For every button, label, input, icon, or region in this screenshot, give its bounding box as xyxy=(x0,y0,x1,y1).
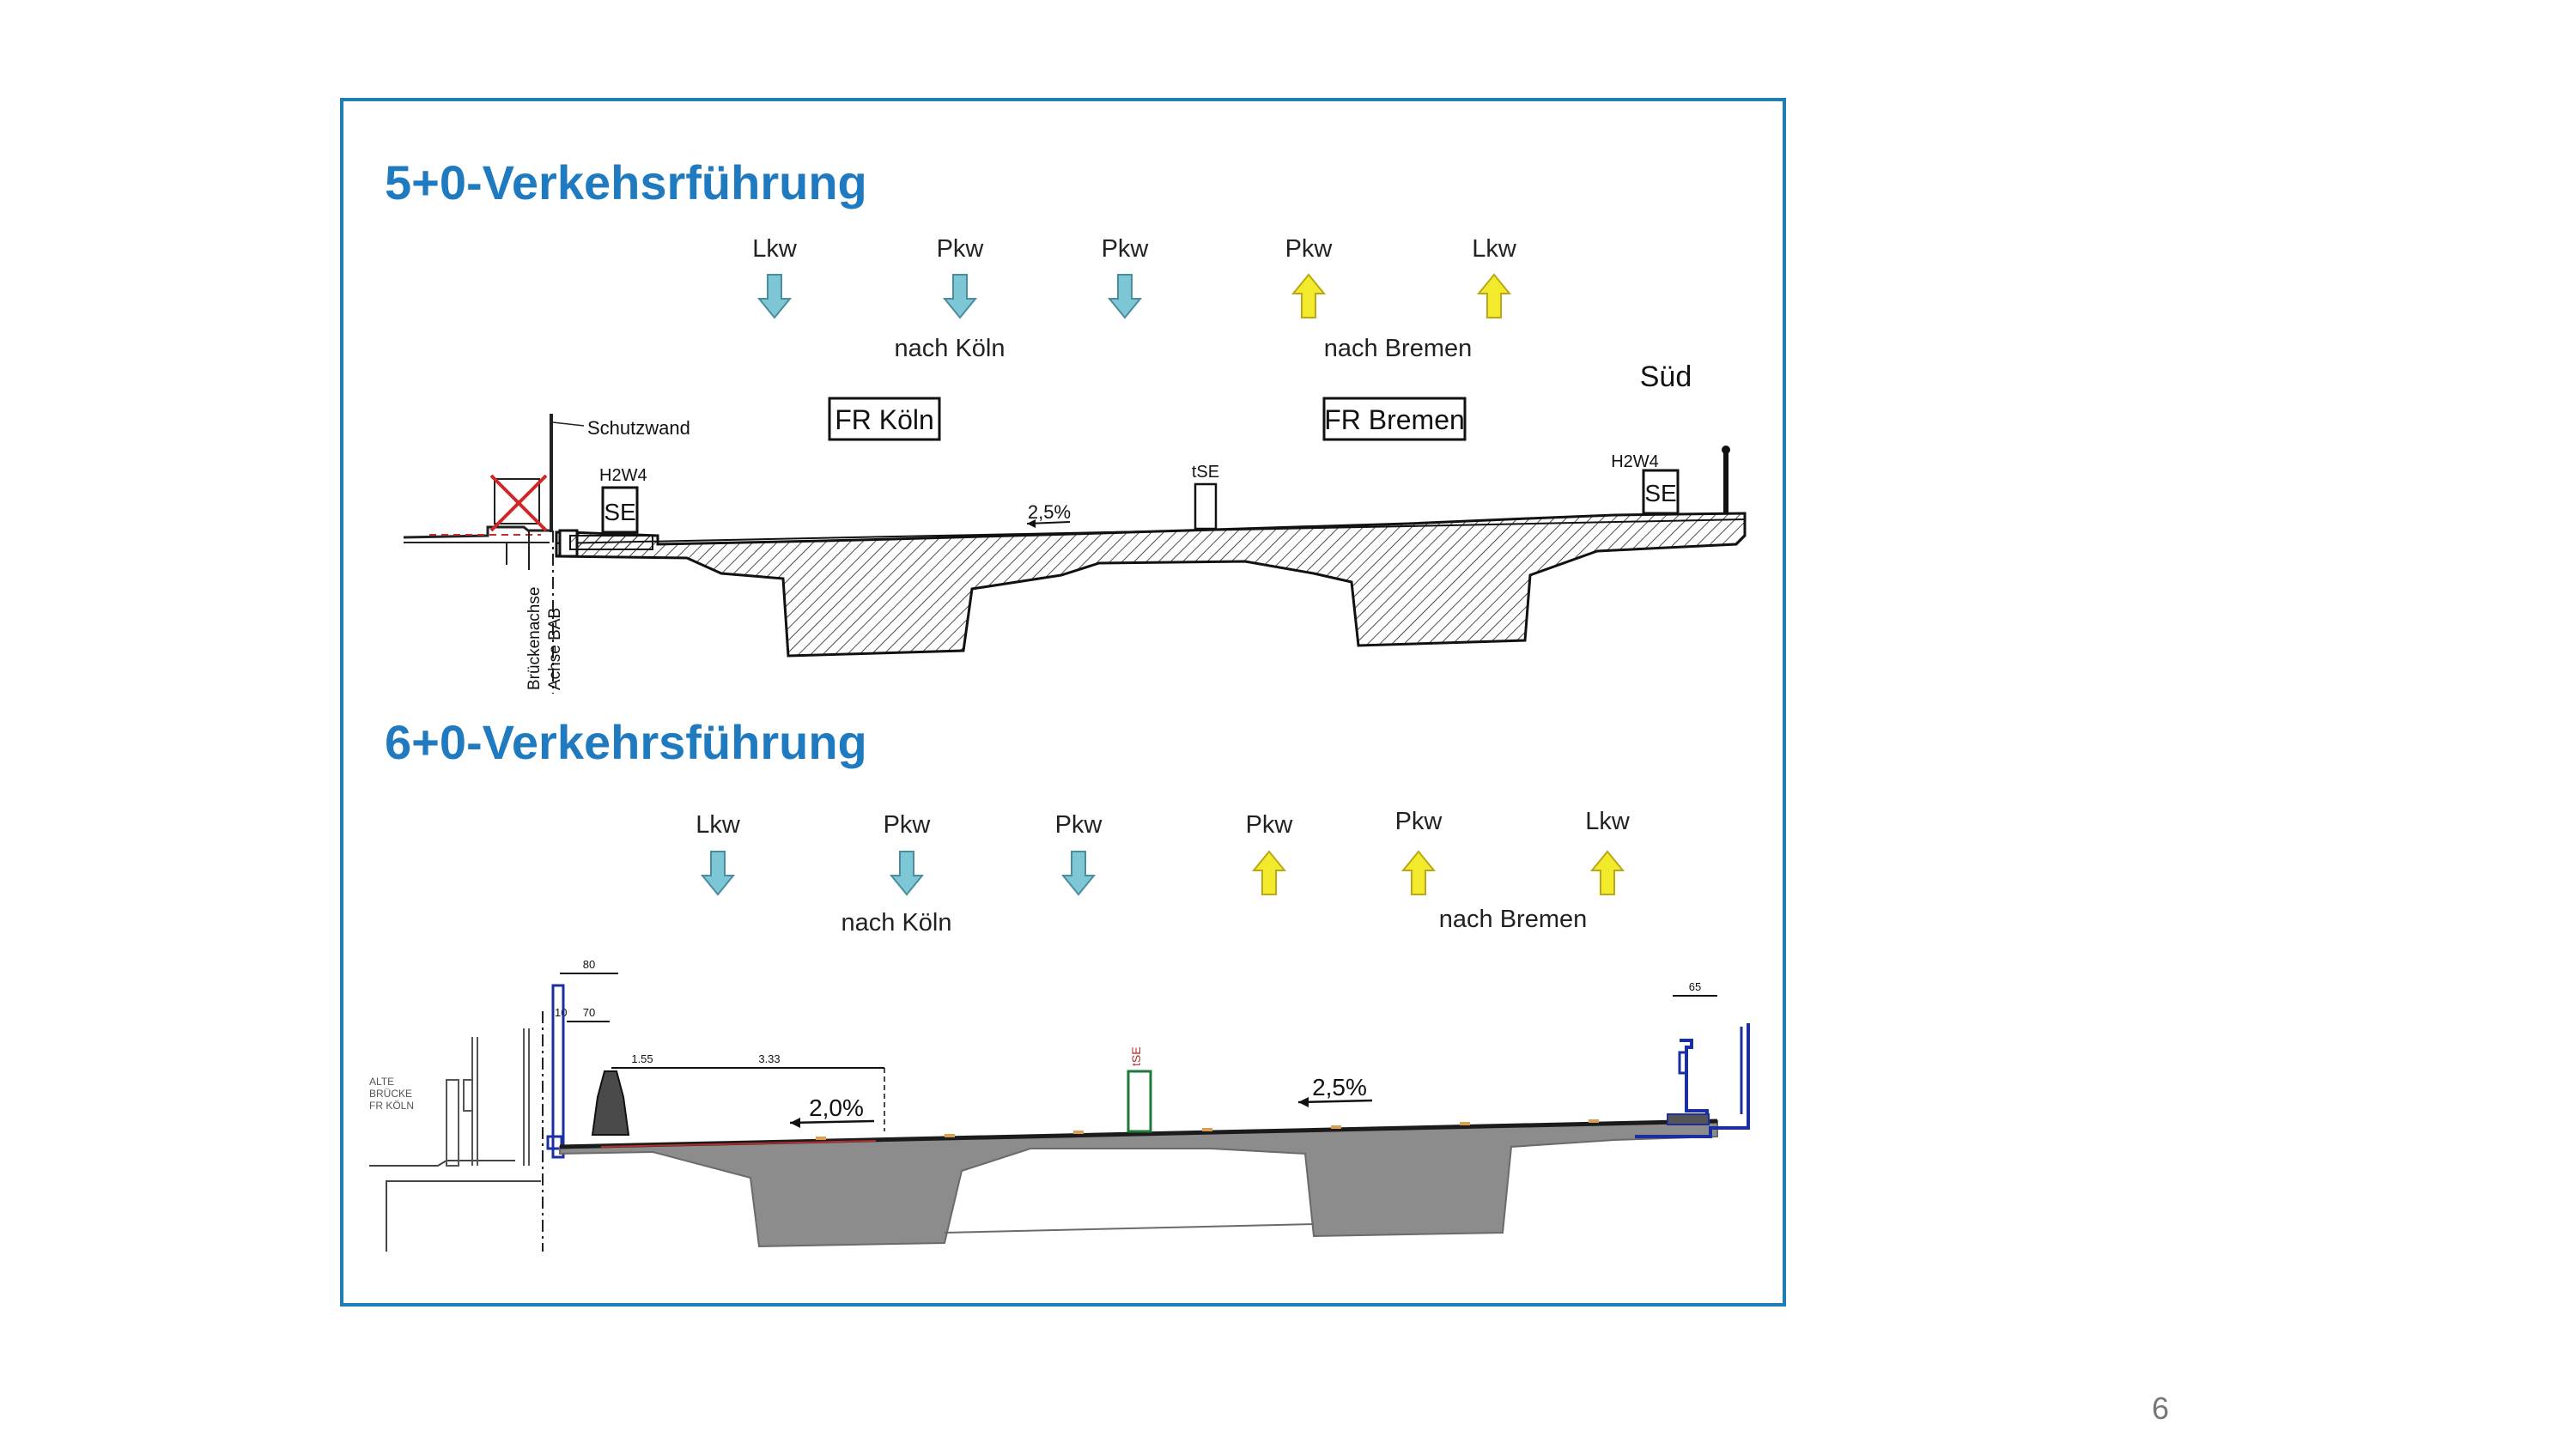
lane-label: Pkw xyxy=(1246,811,1294,839)
lane-label: Pkw xyxy=(1395,808,1443,835)
arrow-up-icon xyxy=(1591,851,1624,895)
tse-barrier xyxy=(1127,1070,1152,1133)
direction-koeln: nach Köln xyxy=(841,909,952,937)
dim-10: 10 xyxy=(555,1006,567,1019)
slope-right-label: 2,5% xyxy=(1312,1074,1367,1100)
concrete-barrier xyxy=(591,1070,630,1136)
axis-label-1: Brückenachse xyxy=(526,587,544,690)
deck-slab-hatched xyxy=(555,512,1747,658)
dim-70: 70 xyxy=(583,1006,595,1019)
section-title-5-0: 5+0-Verkehsrführung xyxy=(385,155,867,209)
bottom-bridge-section: ALTE BRÜCKE FR KÖLN 80 10 70 1.55 3.33 xyxy=(369,958,1750,1252)
lane-label: Pkw xyxy=(1285,235,1334,263)
slope-left-label: 2,0% xyxy=(809,1094,864,1121)
fr-bremen-box xyxy=(1322,397,1467,441)
dim-333: 3.33 xyxy=(758,1052,780,1065)
arrow-down-icon xyxy=(1062,851,1095,895)
arrow-down-icon xyxy=(1109,274,1141,318)
arrow-up-icon xyxy=(1292,274,1325,318)
tse-label: tSE xyxy=(1129,1046,1143,1066)
direction-bremen: nach Bremen xyxy=(1324,335,1473,362)
slope-label: 2,5% xyxy=(1028,501,1071,523)
lane-label: Pkw xyxy=(937,235,985,263)
fr-koeln-label: FR Köln xyxy=(835,404,934,435)
old-bridge-label: FR KÖLN xyxy=(369,1100,414,1112)
arrow-up-icon xyxy=(1478,274,1510,318)
dim-65: 65 xyxy=(1689,980,1701,993)
lane-label: Lkw xyxy=(696,811,741,839)
h2w4-left-label: H2W4 xyxy=(599,466,647,485)
axis-label-2: Achse BAB xyxy=(546,608,564,690)
figure-frame: 5+0-Verkehsrführung 6+0-Verkehrsführung … xyxy=(340,98,1786,1307)
sued-label: Süd xyxy=(1640,361,1692,393)
top-lanes: Lkw Pkw Pkw Pkw Lkw nach Köln nach Breme… xyxy=(752,235,1517,362)
top-bridge-section: FR Köln FR Bremen Süd Schutzwand Brücken… xyxy=(403,361,1747,694)
direction-koeln: nach Köln xyxy=(895,335,1005,362)
bottom-lanes: Lkw Pkw Pkw Pkw Pkw Lkw nach Köln nach B… xyxy=(696,808,1631,937)
old-bridge-label: ALTE xyxy=(369,1076,394,1088)
lane-label: Lkw xyxy=(1585,808,1631,835)
old-bridge-label: BRÜCKE xyxy=(369,1088,412,1100)
direction-bremen: nach Bremen xyxy=(1439,906,1588,933)
h2w4-right-label: H2W4 xyxy=(1611,452,1659,471)
lane-label: Pkw xyxy=(1055,811,1103,839)
page-number: 6 xyxy=(2152,1391,2170,1426)
arrow-down-icon xyxy=(758,274,791,318)
arrow-down-icon xyxy=(702,851,734,895)
arrow-down-icon xyxy=(944,274,976,318)
schutzwand-label: Schutzwand xyxy=(587,417,690,439)
arrow-down-icon xyxy=(890,851,923,895)
deck-slab-grey xyxy=(559,1119,1718,1248)
se-right-barrier xyxy=(1642,469,1680,515)
lane-label: Pkw xyxy=(1102,235,1150,263)
fr-koeln-box xyxy=(828,397,941,441)
arrow-up-icon xyxy=(1253,851,1285,895)
cross-section-drawings: Lkw Pkw Pkw Pkw Lkw nach Köln nach Breme… xyxy=(369,235,1750,1252)
tse-label: tSE xyxy=(1192,463,1219,482)
lane-label: Lkw xyxy=(1472,235,1517,263)
lane-label: Pkw xyxy=(884,811,932,839)
se-left-label: SE xyxy=(604,499,635,525)
dim-155: 1.55 xyxy=(631,1052,653,1065)
se-right-label: SE xyxy=(1644,480,1676,506)
dim-80: 80 xyxy=(583,958,595,971)
lane-label: Lkw xyxy=(752,235,798,263)
se-left-barrier xyxy=(601,486,639,534)
fr-bremen-label: FR Bremen xyxy=(1324,404,1465,435)
tse-barrier xyxy=(1194,482,1218,530)
section-title-6-0: 6+0-Verkehrsführung xyxy=(385,715,867,769)
arrow-up-icon xyxy=(1402,851,1435,895)
